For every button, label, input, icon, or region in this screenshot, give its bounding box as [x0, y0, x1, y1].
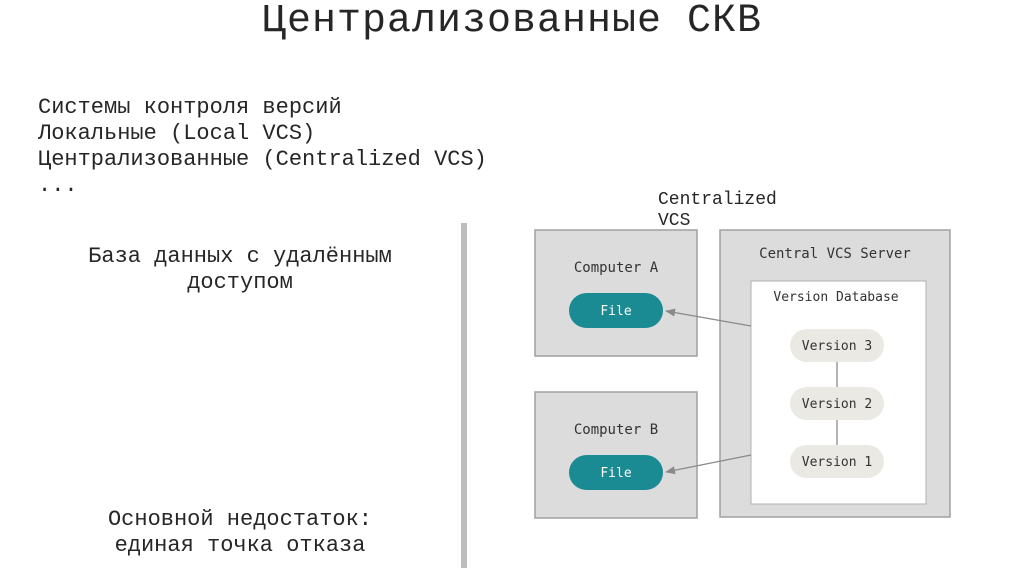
version-3-label: Version 3 [802, 339, 872, 354]
list-item: Локальные (Local VCS) [38, 121, 316, 146]
computer-a-file-label: File [600, 304, 631, 319]
single-point-of-failure-note: Основной недостаток: единая точка отказа [40, 507, 440, 559]
list-item: ... [38, 173, 78, 198]
computer-b-label: Computer B [574, 422, 658, 438]
computer-a-file-pill [569, 293, 663, 328]
version-2-pill [790, 387, 884, 420]
central-server-label: Central VCS Server [759, 246, 911, 262]
note-line: Основной недостаток: [107, 507, 373, 532]
vertical-divider [461, 223, 467, 568]
checkout-arrow-b [665, 454, 752, 475]
computer-b-file-pill [569, 455, 663, 490]
version-database-label: Version Database [773, 290, 898, 305]
version-2-label: Version 2 [802, 397, 872, 412]
remote-database-note: База данных с удалённым доступом [40, 244, 440, 296]
note-line: единая точка отказа [114, 533, 366, 558]
slide-title: Централизованные СКВ [261, 0, 763, 44]
computer-b-file-label: File [600, 466, 631, 481]
computer-a-label: Computer A [574, 260, 659, 276]
version-3-pill [790, 329, 884, 362]
checkout-arrow-a [665, 308, 752, 327]
version-1-label: Version 1 [802, 455, 872, 470]
note-line: База данных с удалённым [88, 244, 392, 269]
note-line: доступом [187, 270, 293, 295]
version-1-pill [790, 445, 884, 478]
diagram-caption: Centralized VCS [658, 190, 777, 231]
list-item: Централизованные (Centralized VCS) [38, 147, 487, 172]
vcs-types-list: Системы контроля версий Локальные (Local… [38, 95, 487, 199]
list-item: Системы контроля версий [38, 95, 342, 120]
